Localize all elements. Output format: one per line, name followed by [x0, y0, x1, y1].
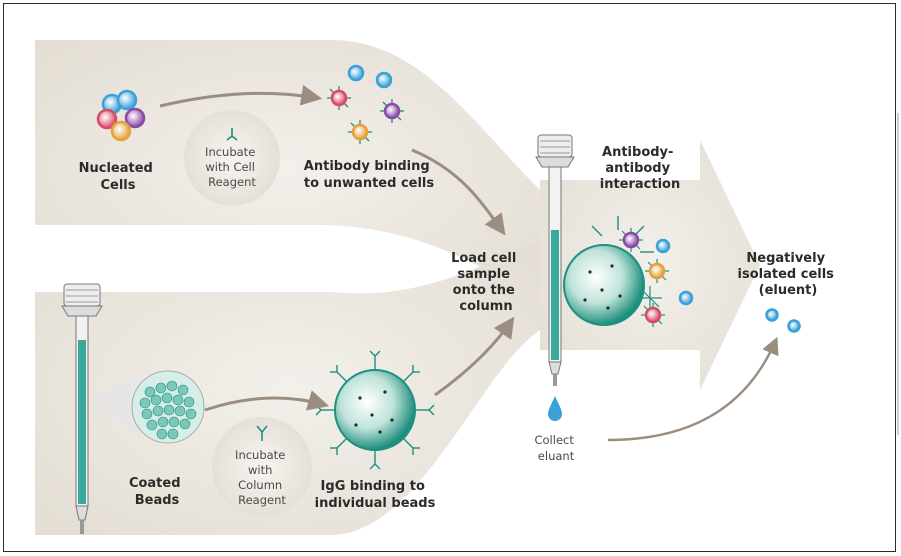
output-arrow	[540, 140, 760, 390]
scrollbar[interactable]	[897, 113, 899, 435]
antibody-icon	[226, 128, 238, 141]
arrow-eluant-to-isolated	[607, 336, 779, 442]
antibody-bound-cells	[327, 64, 404, 144]
label-collect-eluant: Collect eluant	[534, 433, 577, 463]
label-igg-binding: IgG binding to individual beads	[315, 479, 436, 511]
label-negatively-isolated: Negatively isolated cells (eluent)	[738, 251, 839, 298]
label-incubate-column-reagent: Incubate with Column Reagent	[235, 448, 289, 507]
label-load-cell-sample: Load cell sample onto the column	[451, 251, 521, 314]
incubate-cell-reagent-bubble	[184, 110, 280, 206]
label-coated-beads: Coated Beads	[129, 476, 185, 508]
igg-bead	[315, 350, 435, 470]
incubate-column-reagent-bubble	[212, 417, 312, 517]
isolated-cells	[765, 308, 801, 333]
igg-icon	[256, 425, 268, 441]
separation-column	[535, 134, 575, 386]
coated-beads-magnified	[88, 370, 205, 444]
label-antibody-interaction: Antibody- antibody interaction	[600, 145, 681, 192]
flow-band-bottom	[35, 240, 540, 535]
arrow-bead-to-column	[434, 316, 515, 397]
column-bead-cluster	[563, 216, 694, 327]
arrow-antibody-to-column	[411, 148, 506, 236]
arrow-beads-to-bead	[204, 390, 330, 412]
label-nucleated-cells: Nucleated Cells	[79, 161, 158, 193]
arrow-nucleated-to-antibody	[159, 84, 323, 108]
label-incubate-cell-reagent: Incubate with Cell Reagent	[205, 145, 259, 189]
diagram-frame	[3, 3, 896, 552]
eluant-drop	[548, 396, 562, 421]
bead-column	[61, 283, 103, 534]
label-antibody-binding: Antibody binding to unwanted cells	[304, 159, 435, 191]
nucleated-cells-cluster	[96, 89, 146, 142]
